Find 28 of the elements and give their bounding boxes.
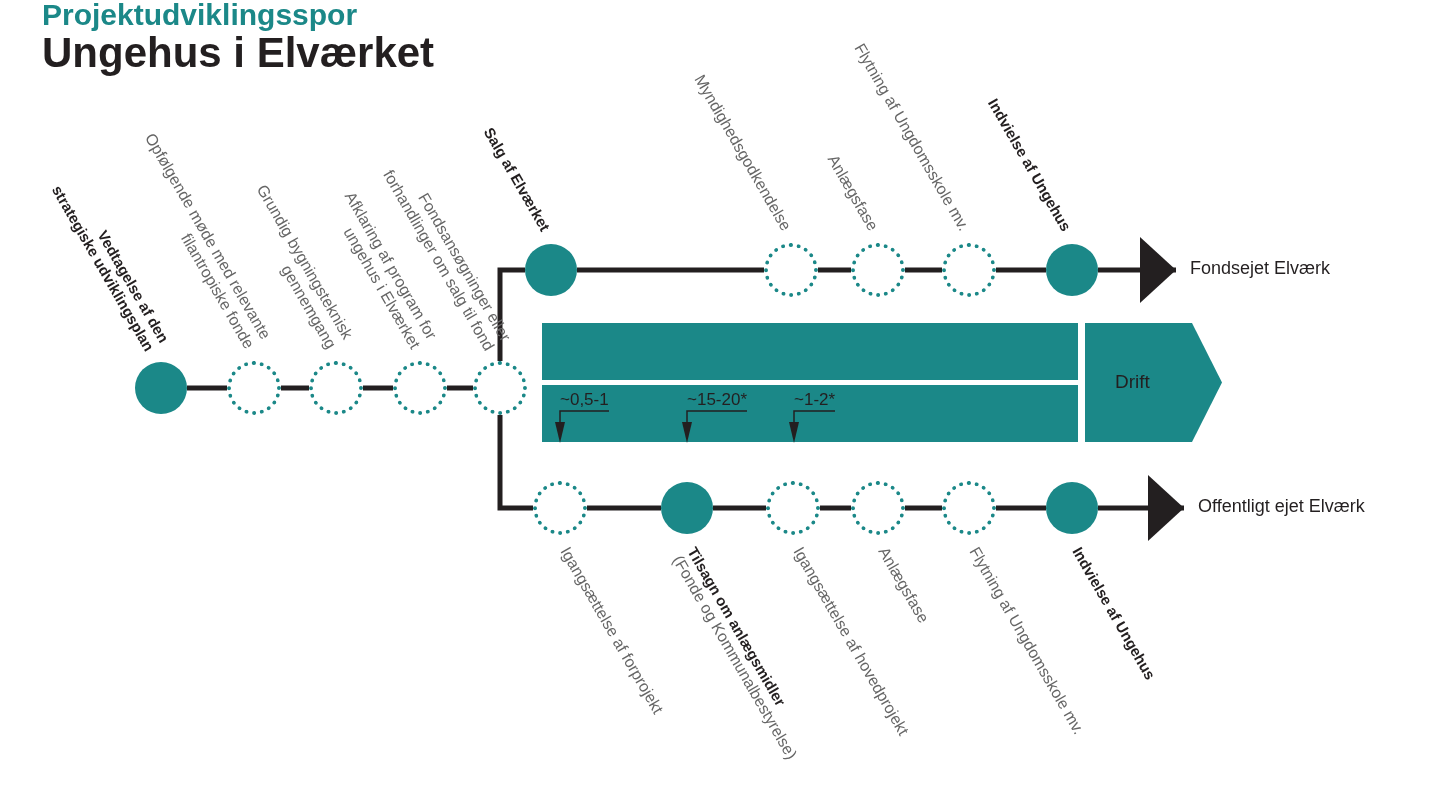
connector-line xyxy=(905,505,942,511)
connector-line xyxy=(497,267,525,361)
end-label: Offentligt ejet Elværk xyxy=(1184,496,1365,517)
connector-line xyxy=(1098,475,1184,541)
connector-line xyxy=(996,267,1046,273)
connector-line xyxy=(713,505,766,511)
connector-line xyxy=(905,267,942,273)
connector-line xyxy=(820,505,851,511)
phase-chevron xyxy=(1085,323,1222,442)
connector-line xyxy=(497,415,533,511)
connector-line xyxy=(281,385,309,391)
connector-line xyxy=(996,505,1046,511)
timeline-bar xyxy=(542,323,1078,380)
connector-line xyxy=(1098,237,1176,303)
heading: Projektudviklingsspor xyxy=(42,0,358,30)
connector-line xyxy=(577,267,764,273)
timeline-bar xyxy=(542,385,1078,442)
connector-line xyxy=(587,505,661,511)
connector-line xyxy=(818,267,851,273)
duration-label: ~1-2* xyxy=(794,391,836,410)
title: Ungehus i Elværket xyxy=(42,30,435,77)
duration-label: ~15-20* xyxy=(687,391,748,410)
connector-line xyxy=(187,385,227,391)
duration-label: ~0,5-1 xyxy=(560,391,609,410)
end-label: Fondsejet Elværk xyxy=(1176,258,1331,279)
phase-label: Drift xyxy=(1115,371,1150,393)
connector-line xyxy=(363,385,393,391)
connector-line xyxy=(447,385,473,391)
